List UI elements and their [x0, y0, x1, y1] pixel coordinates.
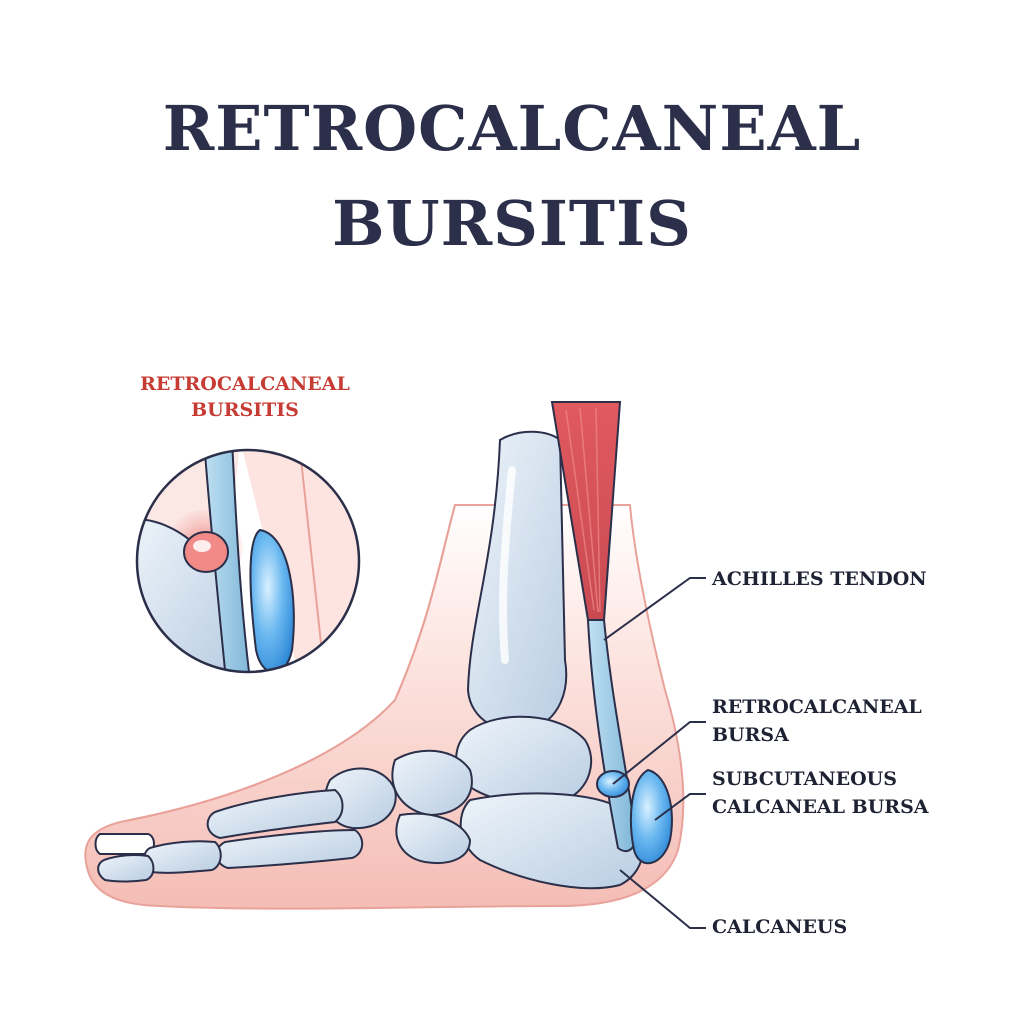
leader-line-achilles — [603, 577, 706, 641]
inset-magnifier — [137, 450, 359, 672]
tibia-bone — [466, 430, 568, 733]
cuboid-bone — [395, 812, 472, 864]
label-retrocalcaneal-bursa-line-2: BURSA — [712, 724, 789, 746]
calcaneus-bone — [459, 792, 645, 890]
subcutaneous-calcaneal-bursa — [629, 768, 673, 865]
phalanx-bone-2 — [97, 854, 155, 883]
leader-line-calcaneus — [619, 869, 706, 929]
metatarsal-bone-1 — [206, 788, 344, 840]
navicular-bone — [391, 749, 473, 817]
leader-line-retrocalcaneal — [612, 721, 706, 785]
inset-inflamed-bursa — [183, 531, 229, 573]
label-subcutaneous-bursa-line-1: SUBCUTANEOUS — [712, 768, 897, 790]
leader-line-subcutaneous — [654, 793, 706, 821]
metatarsal-bone-2 — [215, 828, 364, 870]
inset-caption-line-2: BURSITIS — [191, 399, 299, 421]
foot-skin-inner-outline — [129, 504, 456, 821]
label-subcutaneous-bursa-line-2: CALCANEAL BURSA — [712, 796, 929, 818]
label-achilles-tendon: ACHILLES TENDON — [712, 568, 927, 590]
inset-subcutaneous-bursa — [249, 528, 295, 672]
phalanx-bone-1 — [143, 840, 222, 874]
inset-caption-line-1: RETROCALCANEAL — [140, 373, 350, 395]
title-line-2: BURSITIS — [332, 187, 692, 260]
talus-bone — [455, 715, 593, 805]
title-line-1: RETROCALCANEAL — [162, 92, 862, 165]
label-retrocalcaneal-bursa-line-1: RETROCALCANEAL — [712, 696, 922, 718]
label-calcaneus: CALCANEUS — [712, 916, 848, 938]
